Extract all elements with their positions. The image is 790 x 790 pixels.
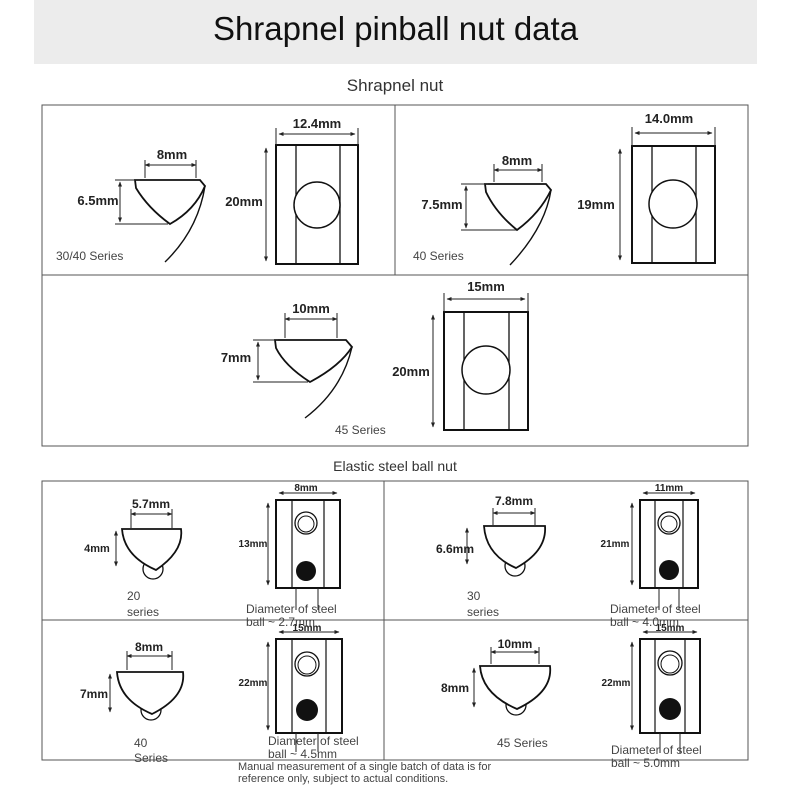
series-label-30-40: 30/40 Series: [56, 249, 124, 263]
dim-length-45: 20mm: [392, 364, 430, 379]
dim-width-30: 7.8mm: [495, 494, 533, 508]
dim-topwidth-40-ball: 15mm: [293, 623, 322, 634]
ball-diameter-20-line2: ball ~ 2.7mm: [246, 615, 316, 629]
dim-length-30: 21mm: [601, 539, 630, 550]
dim-height-30-40: 6.5mm: [77, 193, 118, 208]
section-title-shrapnel: Shrapnel nut: [346, 76, 444, 95]
elastic-frame: [41, 480, 749, 761]
series-label-40: 40 Series: [413, 249, 464, 263]
dim-topwidth-45: 15mm: [467, 279, 505, 294]
dim-length-40-ball: 22mm: [239, 678, 268, 689]
dim-width-45: 10mm: [292, 301, 330, 316]
dimension-lines-40: [461, 164, 543, 231]
ball-diameter-30-line2: ball ~ 4.0mm: [610, 615, 680, 629]
shrapnel-frame: [41, 104, 749, 447]
dim-length-45-ball: 22mm: [602, 678, 631, 689]
ball-series-word-20: series: [127, 605, 160, 619]
series-label-45: 45 Series: [335, 423, 386, 437]
measurement-note-line1: Manual measurement of a single batch of …: [238, 761, 492, 773]
ball-diameter-45-line1: Diameter of steel: [611, 743, 702, 757]
dim-height-45: 7mm: [221, 350, 251, 365]
dim-length-30-40: 20mm: [225, 194, 263, 209]
ball-diameter-30-line1: Diameter of steel: [610, 602, 701, 616]
ball-series-num-30: 30: [467, 589, 481, 603]
shrapnel-profile-30-40: [133, 179, 207, 263]
ball-diameter-40-line2: ball ~ 4.5mm: [268, 747, 338, 761]
ball-top-view-30: [630, 491, 699, 610]
dim-width-20: 5.7mm: [132, 497, 170, 511]
dim-topwidth-30-40: 12.4mm: [293, 116, 341, 131]
ball-series-num-45: 45 Series: [497, 736, 548, 750]
ball-top-view-45: [630, 630, 701, 753]
dim-width-30-40: 8mm: [157, 147, 187, 162]
dim-height-30: 6.6mm: [436, 542, 474, 556]
shrapnel-profile-40: [483, 183, 553, 266]
dim-length-20: 13mm: [239, 539, 268, 550]
dim-height-40: 7.5mm: [421, 197, 462, 212]
page-title: Shrapnel pinball nut data: [212, 10, 579, 47]
dim-topwidth-40: 14.0mm: [645, 111, 693, 126]
dimension-lines-30-40: [115, 160, 197, 225]
ball-diameter-40-line1: Diameter of steel: [268, 734, 359, 748]
ball-series-word-30: series: [467, 605, 500, 619]
ball-profile-30: [465, 508, 546, 577]
ball-diameter-45-line2: ball ~ 5.0mm: [611, 756, 681, 770]
dim-topwidth-30: 11mm: [655, 483, 683, 494]
title-banner: Shrapnel pinball nut data: [34, 0, 757, 64]
ball-series-num-20: 20: [127, 589, 141, 603]
dim-width-40-ball: 8mm: [135, 640, 163, 654]
dim-length-40: 19mm: [577, 197, 615, 212]
measurement-note-line2: reference only, subject to actual condit…: [238, 773, 449, 785]
shrapnel-profile-45: [273, 339, 354, 419]
ball-series-word-40: Series: [134, 751, 169, 765]
dim-height-20: 4mm: [84, 543, 110, 555]
dim-width-40: 8mm: [502, 153, 532, 168]
ball-profile-45: [472, 647, 552, 716]
ball-top-view-40: [266, 630, 343, 752]
shrapnel-top-view-40: [618, 127, 716, 264]
dim-height-40-ball: 7mm: [80, 687, 108, 701]
dim-width-45-ball: 10mm: [498, 637, 533, 651]
shrapnel-top-view-30-40: [264, 128, 359, 265]
dim-topwidth-20: 8mm: [294, 483, 317, 494]
dimension-lines-45: [253, 313, 338, 383]
ball-series-num-40: 40: [134, 736, 148, 750]
ball-diameter-20-line1: Diameter of steel: [246, 602, 337, 616]
ball-profile-20: [114, 509, 183, 580]
ball-top-view-20: [266, 491, 341, 610]
shrapnel-top-view-45: [431, 293, 529, 431]
measurement-note: Manual measurement of a single batch of …: [238, 761, 538, 785]
dim-height-45-ball: 8mm: [441, 681, 469, 695]
ball-profile-40: [108, 651, 185, 721]
section-title-elastic: Elastic steel ball nut: [333, 458, 457, 474]
dim-topwidth-45-ball: 15mm: [656, 623, 685, 634]
